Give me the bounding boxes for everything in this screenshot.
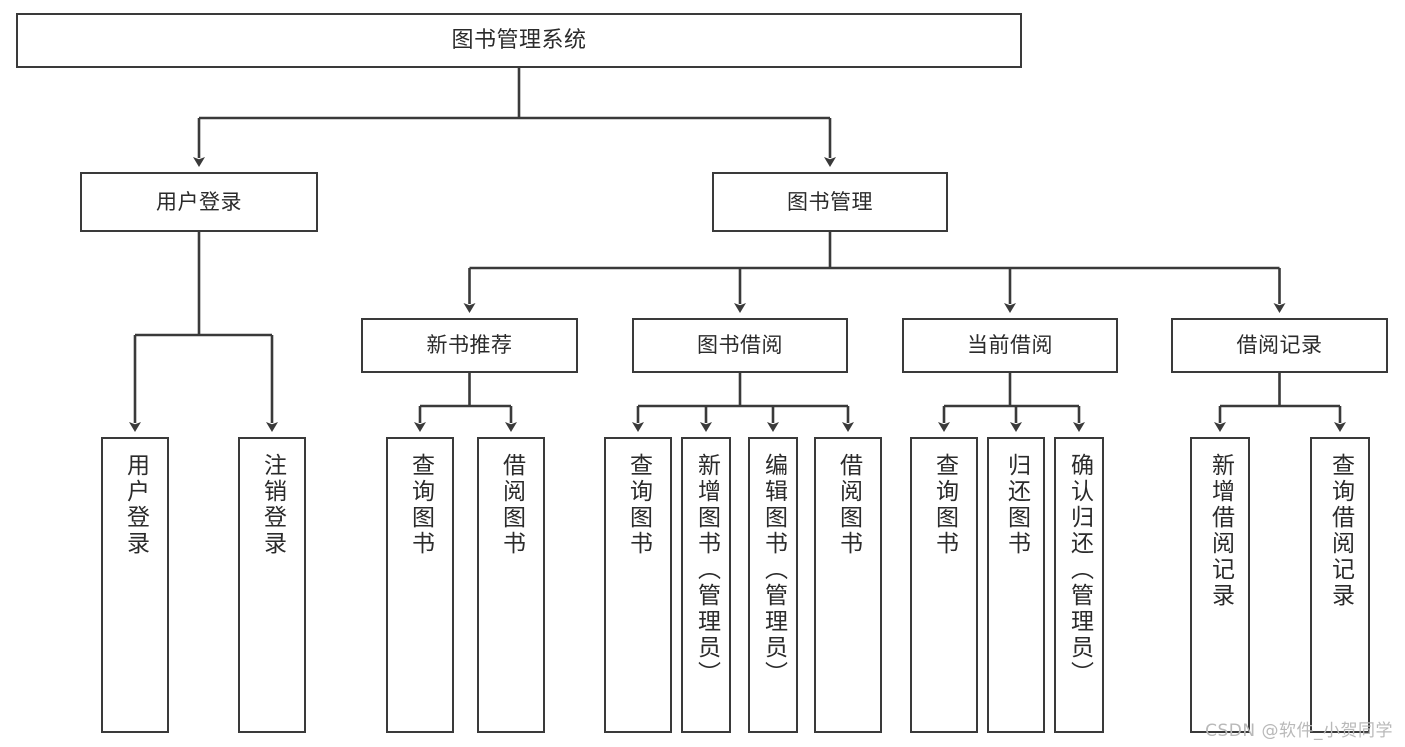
node-label: 查询图书 [407,453,434,557]
node-leaf-bb-add-book[interactable]: 新增图书（管理员） [681,437,731,733]
node-l2-user-login[interactable]: 用户登录 [80,172,318,232]
node-label: 图书管理 [787,189,873,214]
node-leaf-cl-return-book[interactable]: 归还图书 [987,437,1045,733]
node-label: 注销登录 [259,453,286,557]
node-label: 用户登录 [122,453,149,557]
watermark: CSDN @软件_小贺同学 [1205,721,1393,741]
node-label: 查询图书 [625,453,652,557]
node-label: 确认归还（管理员） [1066,453,1093,687]
node-l2-book-manage[interactable]: 图书管理 [712,172,948,232]
node-label: 用户登录 [156,189,242,214]
node-label: 归还图书 [1003,453,1030,557]
node-label: 新书推荐 [426,333,513,358]
node-l3-loan-record[interactable]: 借阅记录 [1171,318,1388,373]
node-label: 新增图书（管理员） [693,453,720,687]
node-leaf-bb-edit-book[interactable]: 编辑图书（管理员） [748,437,798,733]
node-leaf-lr-add-record[interactable]: 新增借阅记录 [1190,437,1250,733]
node-root[interactable]: 图书管理系统 [16,13,1022,68]
node-label: 新增借阅记录 [1207,453,1234,609]
node-label: 借阅记录 [1236,333,1323,358]
node-leaf-cl-query-book[interactable]: 查询图书 [910,437,978,733]
node-label: 查询借阅记录 [1327,453,1354,609]
node-label: 借阅图书 [835,453,862,557]
node-leaf-rec-query-book[interactable]: 查询图书 [386,437,454,733]
node-leaf-lr-query-record[interactable]: 查询借阅记录 [1310,437,1370,733]
node-l3-current-loan[interactable]: 当前借阅 [902,318,1118,373]
node-leaf-bb-query-book[interactable]: 查询图书 [604,437,672,733]
node-label: 查询图书 [931,453,958,557]
node-label: 编辑图书（管理员） [760,453,787,687]
node-l3-book-borrow[interactable]: 图书借阅 [632,318,848,373]
node-leaf-cl-confirm-return[interactable]: 确认归还（管理员） [1054,437,1104,733]
node-leaf-bb-borrow-book[interactable]: 借阅图书 [814,437,882,733]
node-leaf-logout[interactable]: 注销登录 [238,437,306,733]
node-l3-new-book-rec[interactable]: 新书推荐 [361,318,578,373]
node-leaf-rec-borrow-book[interactable]: 借阅图书 [477,437,545,733]
node-label: 图书借阅 [697,333,783,358]
node-leaf-user-login[interactable]: 用户登录 [101,437,169,733]
node-label: 借阅图书 [498,453,525,557]
node-label: 当前借阅 [967,333,1053,358]
node-label: 图书管理系统 [451,27,587,53]
